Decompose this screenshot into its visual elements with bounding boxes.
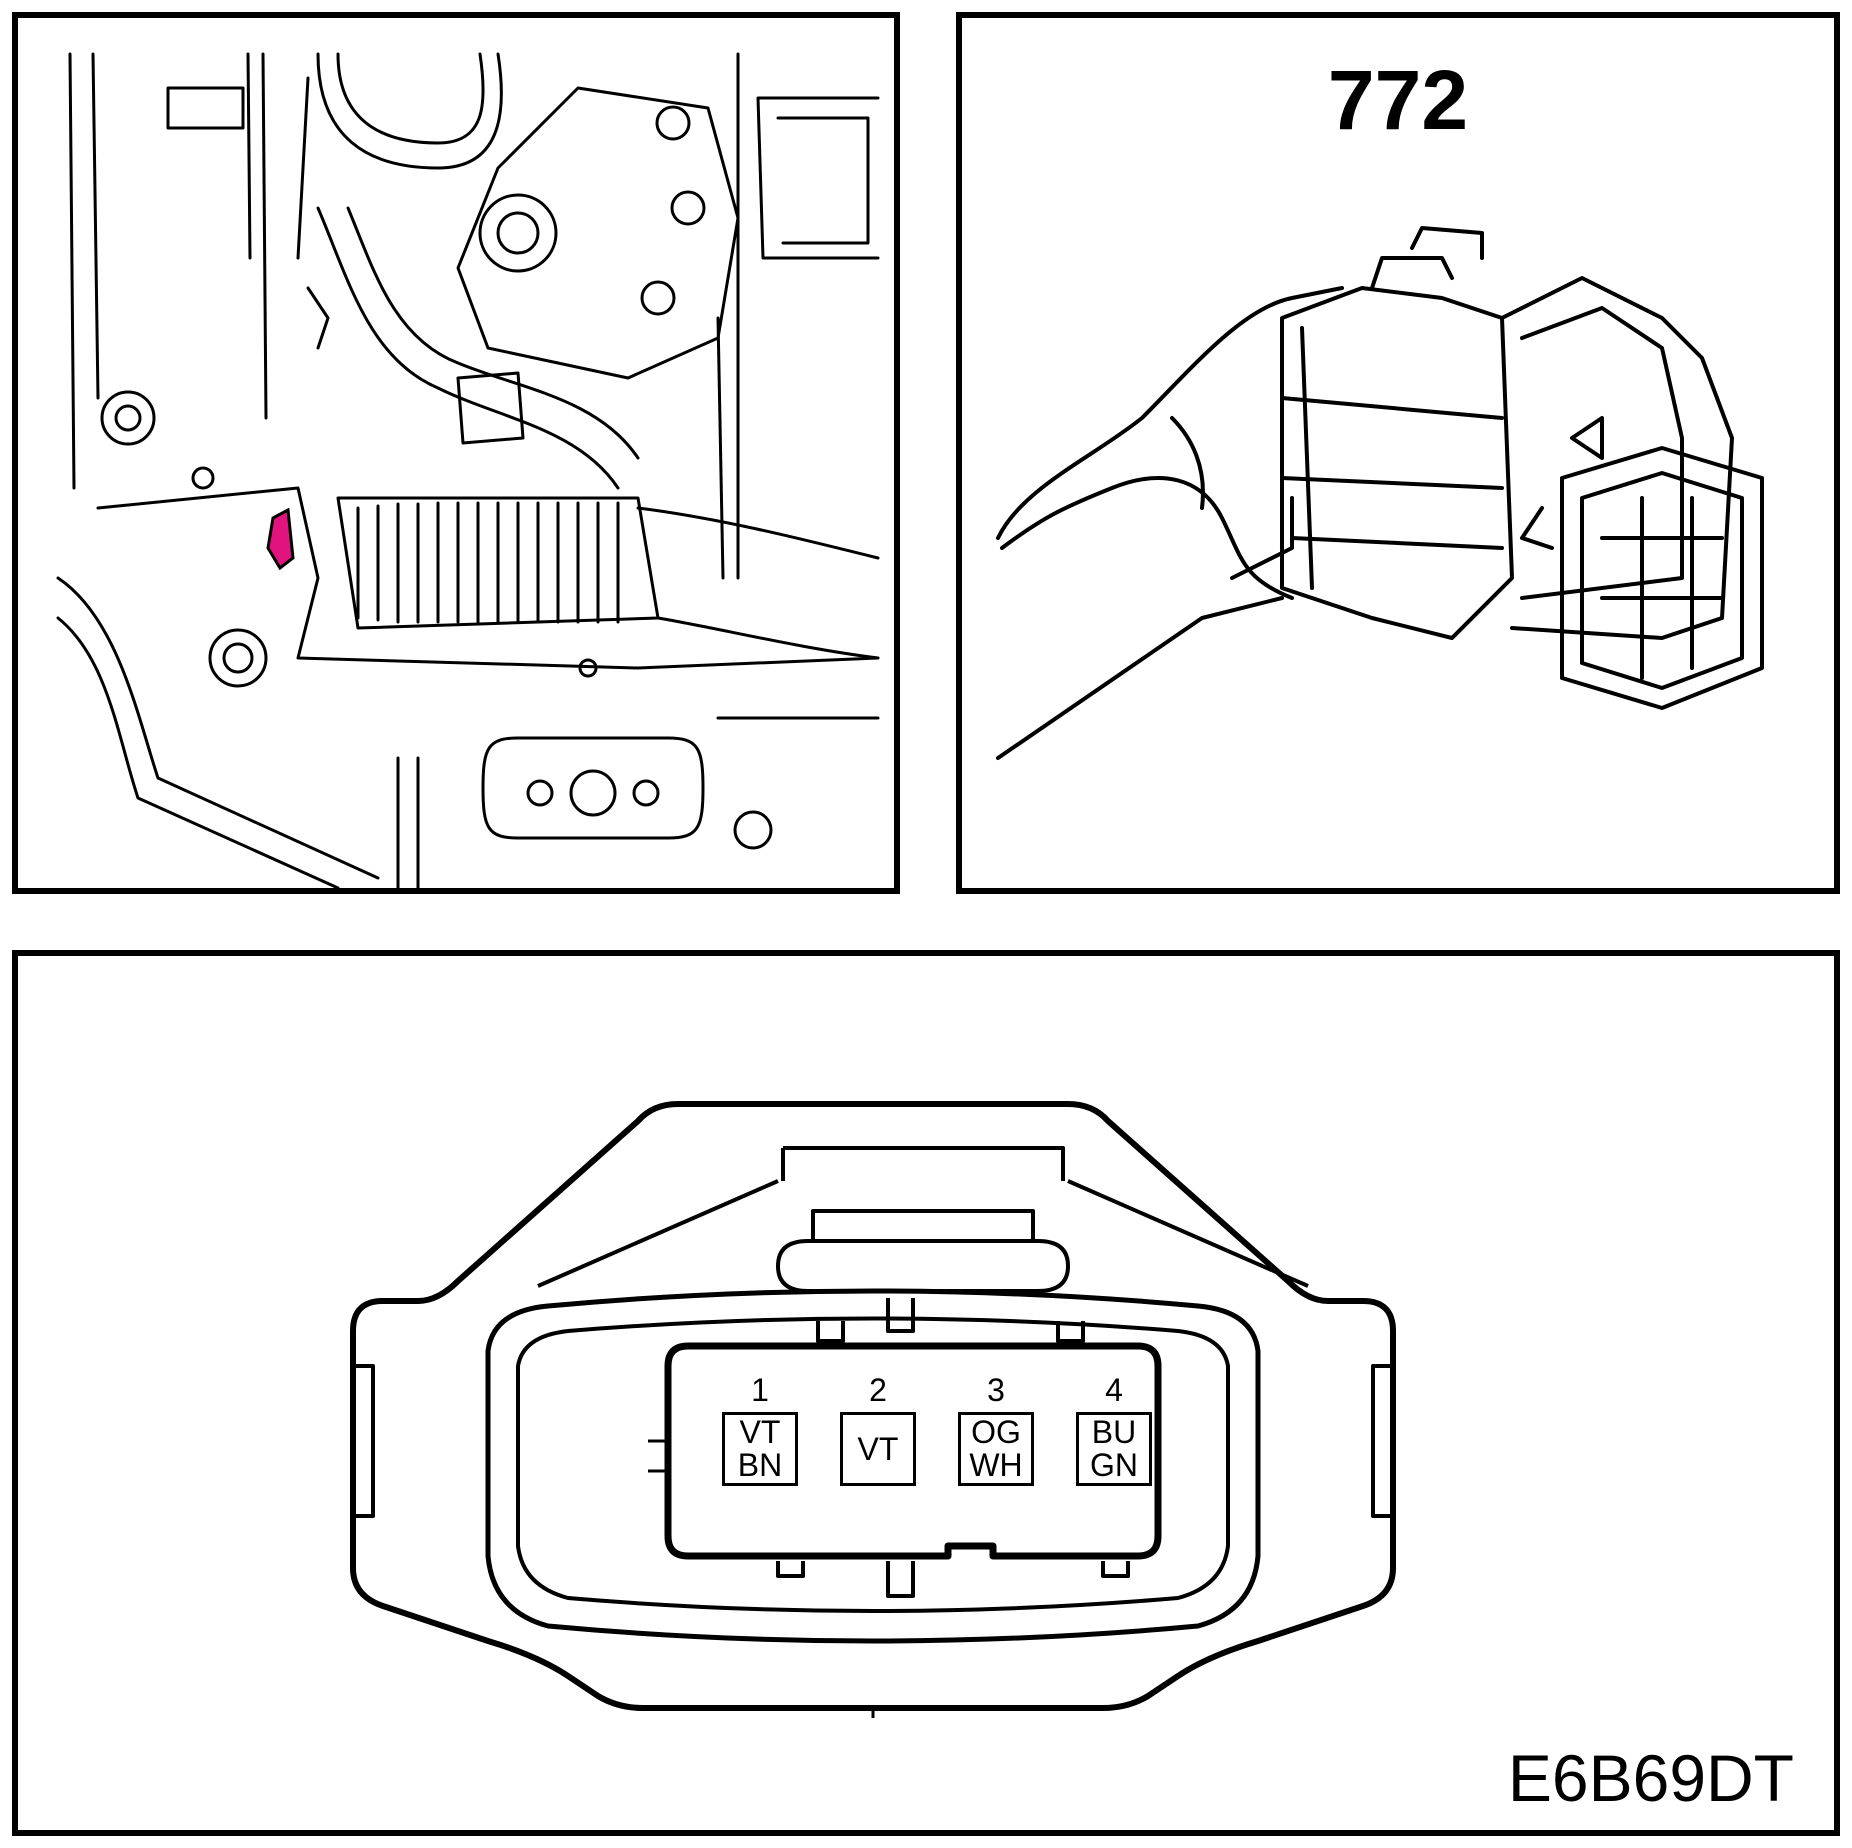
location-panel bbox=[12, 12, 900, 894]
pin-4-wire-stripe: GN bbox=[1090, 1447, 1138, 1483]
pin-3-wire-stripe: WH bbox=[969, 1447, 1023, 1483]
pin-3-number: 3 bbox=[987, 1372, 1005, 1408]
pin-1-wire-color: VT bbox=[739, 1414, 781, 1450]
engine-bay-illustration bbox=[56, 52, 880, 888]
pin-2-wire-color: VT bbox=[857, 1430, 899, 1467]
pin-1-wire-stripe: BN bbox=[737, 1447, 783, 1483]
pin-1-number: 1 bbox=[751, 1372, 769, 1408]
pin-4-number: 4 bbox=[1105, 1372, 1123, 1408]
pin-2-cavity: VT bbox=[840, 1412, 916, 1486]
pin-1-cavity: VT BN bbox=[722, 1412, 798, 1486]
figure-reference-code: E6B69DT bbox=[1507, 1741, 1794, 1815]
pin-4-cavity: BU GN bbox=[1076, 1412, 1152, 1486]
pin-3-wire-color: OG bbox=[971, 1414, 1021, 1450]
connector-face-outline bbox=[350, 1101, 1396, 1718]
connector-view-panel: 772 bbox=[956, 12, 1840, 894]
connector-id-label: 772 bbox=[1327, 53, 1469, 147]
pin-2-number: 2 bbox=[869, 1372, 887, 1408]
connector-illustration bbox=[996, 226, 1764, 760]
pin-4-wire-color: BU bbox=[1091, 1414, 1137, 1450]
pin-3-cavity: OG WH bbox=[958, 1412, 1034, 1486]
connector-location-marker bbox=[266, 507, 295, 571]
pinout-panel: 1 VT BN 2 VT 3 OG WH 4 BU GN E6B69DT bbox=[12, 950, 1840, 1836]
